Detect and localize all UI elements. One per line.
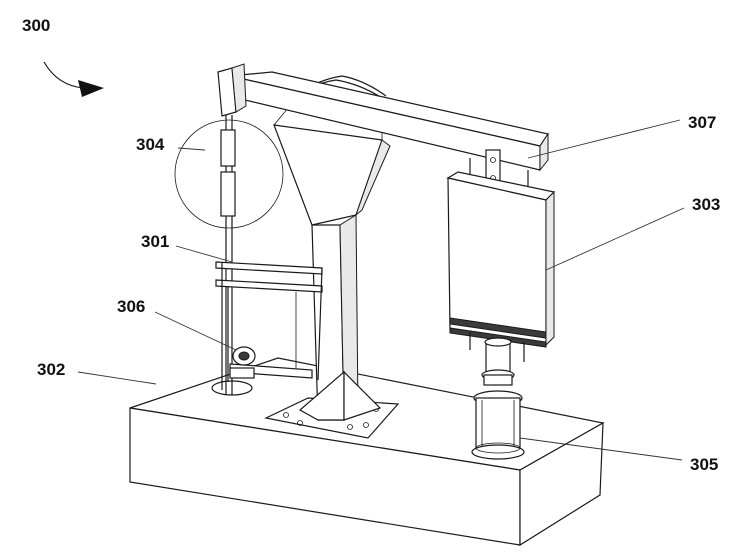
label-304: 304 bbox=[136, 135, 165, 154]
leader-303 bbox=[545, 207, 685, 271]
label-307: 307 bbox=[688, 113, 716, 132]
leader-305 bbox=[519, 437, 683, 461]
label-302: 302 bbox=[37, 360, 65, 379]
leader-304 bbox=[177, 147, 206, 151]
lower-cylinder bbox=[471, 390, 525, 460]
leader-301 bbox=[175, 245, 233, 263]
leader-302 bbox=[77, 371, 157, 385]
label-301: 301 bbox=[141, 232, 169, 251]
label-303: 303 bbox=[692, 195, 720, 214]
reference-arrow-curve bbox=[43, 61, 85, 89]
base-block bbox=[129, 357, 605, 547]
leader-lines bbox=[77, 119, 685, 461]
crossbeam bbox=[227, 71, 549, 172]
label-306: 306 bbox=[117, 297, 145, 316]
leader-307 bbox=[527, 119, 681, 159]
reference-indicator: 300 bbox=[22, 16, 104, 97]
label-300: 300 bbox=[22, 16, 50, 35]
part-labels: 304 301 306 302 307 303 305 bbox=[37, 113, 720, 474]
detail-circle bbox=[174, 119, 284, 229]
leader-306 bbox=[154, 311, 237, 351]
counterweight-assembly bbox=[446, 149, 556, 386]
reference-arrow-head bbox=[78, 80, 104, 97]
column-funnel bbox=[273, 124, 383, 226]
label-305: 305 bbox=[690, 455, 718, 474]
shaft-bearing bbox=[229, 346, 256, 379]
